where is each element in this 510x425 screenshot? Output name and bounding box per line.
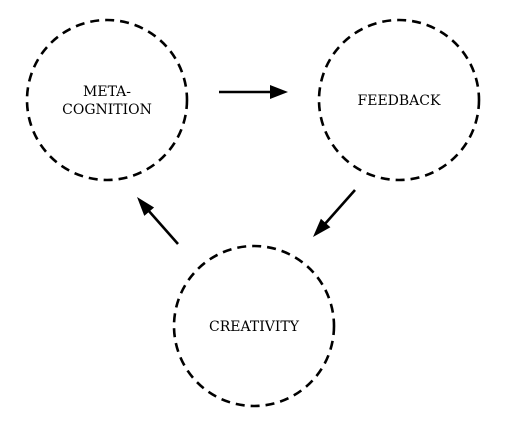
arrow-creativity-to-metacognition-shaft <box>147 209 179 245</box>
node-feedback-label: FEEDBACK <box>358 93 441 109</box>
node-creativity-circle <box>172 244 336 408</box>
node-metacognition-circle <box>25 18 189 182</box>
arrow-metacognition-to-feedback <box>219 85 288 99</box>
arrow-feedback-to-creativity <box>313 189 356 237</box>
node-metacognition-label-line2: COGNITION <box>62 102 152 118</box>
arrow-feedback-to-creativity-head <box>313 218 331 237</box>
arrow-creativity-to-metacognition-head <box>137 197 155 216</box>
node-feedback-circle <box>317 18 481 182</box>
node-metacognition: META- COGNITION <box>25 18 189 182</box>
arrow-feedback-to-creativity-shaft <box>323 189 356 226</box>
arrow-metacognition-to-feedback-head <box>270 85 288 99</box>
node-creativity: CREATIVITY <box>172 244 336 408</box>
node-metacognition-label-line1: META- <box>83 84 131 100</box>
node-creativity-label: CREATIVITY <box>209 319 300 335</box>
node-feedback: FEEDBACK <box>317 18 481 182</box>
arrow-creativity-to-metacognition <box>137 197 179 245</box>
